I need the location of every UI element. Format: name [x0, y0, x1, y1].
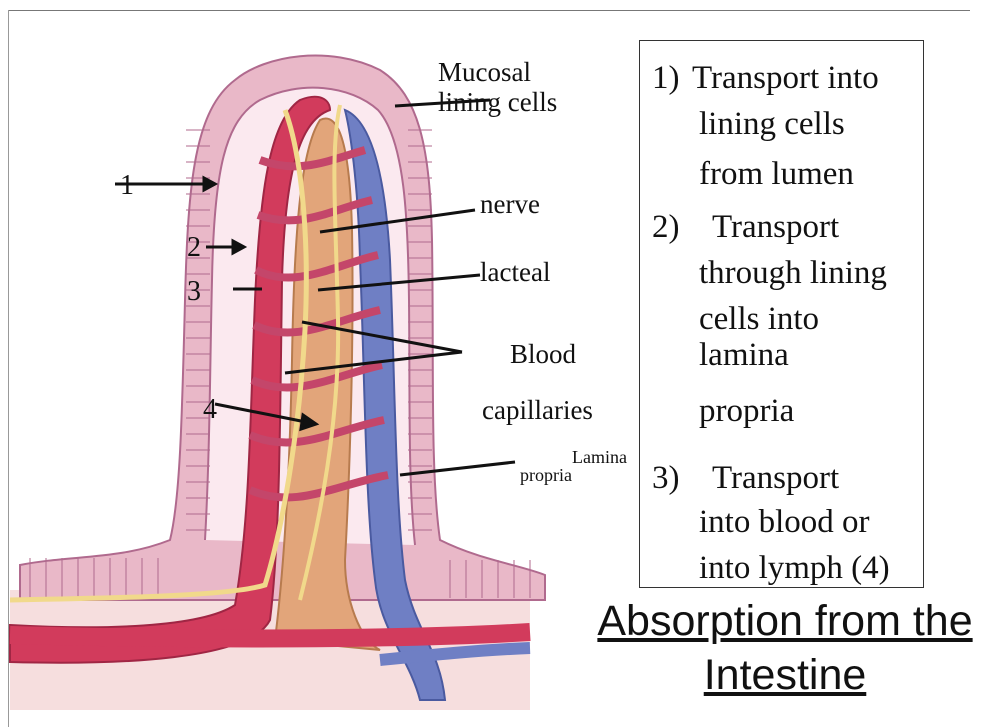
slide-title: Absorption from the Intestine	[560, 594, 1001, 702]
label-lacteal: lacteal	[480, 258, 550, 288]
number-1: 1	[120, 172, 134, 200]
step-3-line2: into blood or	[699, 499, 870, 545]
number-4: 4	[203, 396, 217, 424]
label-mucosal-line1: Mucosal	[438, 58, 557, 88]
number-2: 2	[187, 234, 201, 262]
label-capillaries: capillaries	[482, 396, 593, 426]
step-1-number: 1)	[652, 55, 680, 101]
step-3-line1: Transport	[712, 455, 839, 501]
step-1-line1: Transport into	[692, 55, 879, 101]
step-3-number: 3)	[652, 455, 680, 501]
step-2-line1: Transport	[712, 204, 839, 250]
step-1-line3: from lumen	[699, 151, 854, 197]
steps-panel: 1) Transport into lining cells from lume…	[639, 40, 924, 588]
number-3: 3	[187, 278, 201, 306]
step-2-number: 2)	[652, 204, 680, 250]
label-blood: Blood	[510, 340, 576, 370]
slide-title-line1: Absorption from the	[560, 594, 1001, 648]
step-1-line2: lining cells	[699, 101, 845, 147]
label-lamina-sup: Lamina	[572, 447, 627, 467]
bottom-vessel-red	[10, 632, 530, 638]
step-2-line4: lamina	[699, 332, 789, 378]
label-mucosal-line2: lining cells	[438, 88, 557, 118]
label-nerve: nerve	[480, 190, 540, 220]
label-mucosal: Mucosal lining cells	[438, 58, 557, 117]
label-lamina-sub: propria	[520, 465, 572, 485]
step-2-line5: propria	[699, 388, 794, 434]
slide-title-line2: Intestine	[560, 648, 1001, 702]
label-lamina-propria: propriaLamina	[520, 450, 627, 480]
step-3-line3: into lymph (4)	[699, 545, 890, 591]
step-2-line2: through lining	[699, 250, 887, 296]
